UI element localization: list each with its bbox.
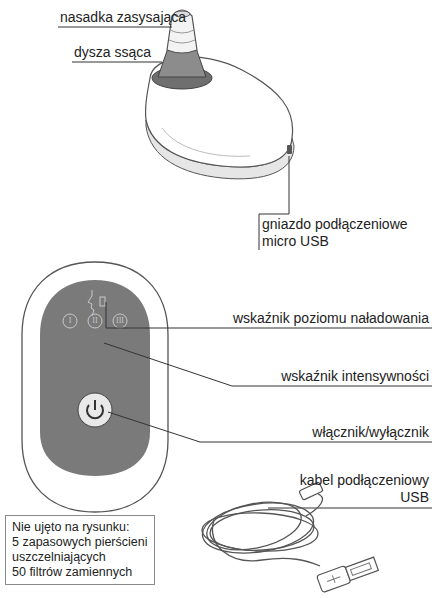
leader-line	[106, 302, 432, 328]
note-text: Nie ujęto na rysunku:	[12, 520, 148, 535]
leader-line	[58, 27, 172, 28]
part-label: gniazdo podłączeniowe micro USB	[262, 216, 430, 250]
part-label: wskaźnik poziomu naładowania	[233, 310, 429, 327]
part-label: wskaźnik intensywności	[281, 368, 429, 385]
part-label: włącznik/wyłącznik	[312, 424, 429, 441]
power-symbol	[94, 400, 96, 410]
part-label: kabel podłączeniowy USB	[279, 472, 429, 506]
intensity-numeral: I	[63, 316, 77, 326]
part-label: nasadka zasysająca	[60, 9, 186, 26]
leader-line	[72, 62, 162, 63]
tip-ridges	[169, 30, 195, 43]
control-panel	[40, 280, 150, 476]
note-box: Nie ujęto na rysunku:5 zapasowych pierśc…	[5, 515, 155, 585]
body-contour	[162, 128, 250, 156]
usb-a-plug	[317, 555, 380, 592]
usb-port	[287, 145, 292, 154]
leader-line	[108, 412, 432, 442]
leader-line	[104, 343, 432, 386]
face-icon	[88, 290, 94, 316]
leader-line	[268, 508, 432, 509]
note-text: 5 zapasowych pierścieni uszczelniających	[12, 535, 148, 565]
note-text: 50 filtrów zamiennych	[12, 565, 148, 580]
intensity-numeral: II	[88, 316, 102, 326]
charge-indicator	[100, 297, 105, 306]
usb-cable	[199, 494, 322, 566]
device-front	[22, 262, 168, 512]
intensity-numeral: III	[113, 316, 127, 326]
part-label: dysza ssąca	[74, 44, 151, 61]
intensity-circle	[63, 314, 77, 328]
intensity-circle	[88, 314, 102, 328]
power-button	[78, 393, 112, 427]
intensity-circle	[113, 314, 127, 328]
